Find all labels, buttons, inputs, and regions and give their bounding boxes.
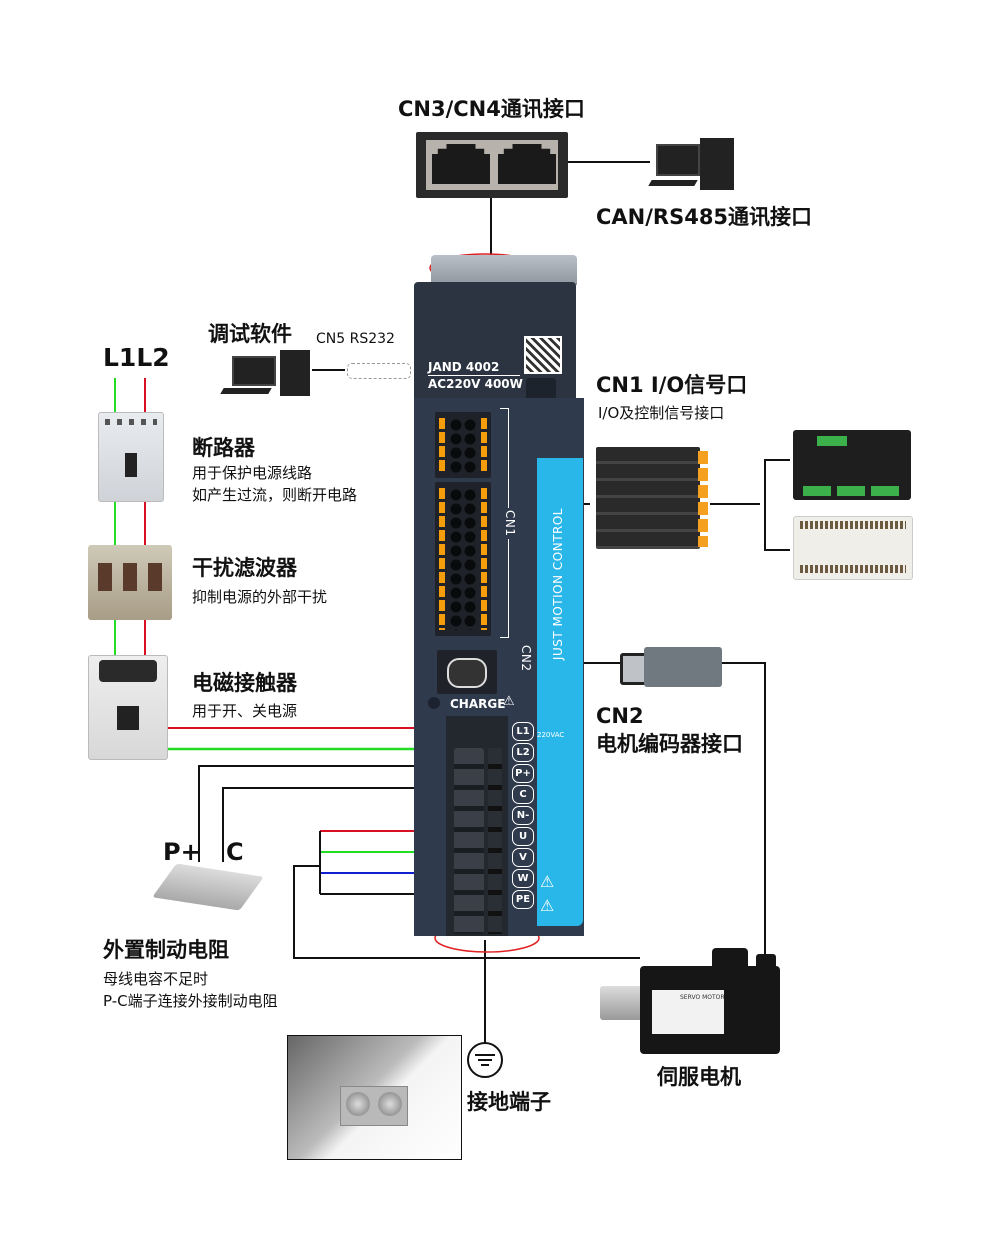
terminal-label-p: P+	[512, 764, 534, 783]
p-plus-label: P+	[163, 838, 201, 866]
breaker-title: 断路器	[192, 436, 255, 460]
terminal-label-u: U	[512, 827, 534, 846]
charge-label: CHARGE	[450, 697, 506, 711]
contactor-desc: 用于开、关电源	[192, 702, 298, 720]
l1l2-label: L1L2	[103, 343, 170, 372]
warning-icon: ⚠	[503, 694, 515, 709]
terminal-label-v: V	[512, 848, 534, 867]
wire-io-split	[764, 459, 790, 551]
hazard-icon: ⚠	[540, 872, 555, 891]
ground-screw-photo	[287, 1035, 462, 1160]
servo-motor-image: SERVO MOTOR	[600, 948, 785, 1056]
filter-desc: 抑制电源的外部干扰	[192, 588, 328, 606]
wire-c	[222, 787, 478, 862]
rs232-connector-icon	[347, 363, 411, 379]
motor-title: 伺服电机	[657, 1065, 741, 1089]
can-rs485-title: CAN/RS485通讯接口	[596, 205, 813, 229]
c-label: C	[226, 838, 244, 866]
driver-top-cap	[431, 255, 577, 285]
cn2-side-label: CN2	[519, 645, 533, 672]
cn1-side-label: CN1	[503, 508, 517, 539]
resistor-desc-2: P-C端子连接外接制动电阻	[103, 992, 278, 1010]
terminal-label-c: C	[512, 785, 534, 804]
filter-title: 干扰滤波器	[192, 556, 297, 580]
plc-image	[793, 516, 913, 580]
terminal-label-pe: PE	[512, 890, 534, 909]
cn1-connector-upper[interactable]	[435, 412, 491, 478]
breaker-desc-2: 如产生过流，则断开电路	[192, 486, 358, 504]
cn1-connector-lower[interactable]	[435, 482, 491, 636]
pc-can-icon	[648, 138, 740, 198]
rj45-port-right	[498, 144, 556, 184]
driver-model: JAND 4002	[428, 360, 500, 374]
cn2-title: CN2	[596, 704, 644, 728]
cn2-desc: 电机编码器接口	[596, 732, 743, 756]
driver-rating: AC220V 400W	[428, 377, 523, 391]
power-terminal-block[interactable]	[446, 716, 508, 936]
resistor-title: 外置制动电阻	[103, 938, 229, 962]
circuit-breaker-image	[98, 412, 164, 502]
qr-code	[524, 336, 562, 374]
screw-hole	[428, 697, 440, 709]
contactor-title: 电磁接触器	[192, 671, 297, 695]
vac-label: 220VAC	[537, 731, 565, 739]
encoder-plug-image	[620, 645, 722, 689]
rj45-dual-port	[416, 132, 568, 198]
terminal-label-l1: L1	[512, 722, 534, 741]
comm-port-title: CN3/CN4通讯接口	[398, 97, 585, 121]
wire-encoder	[722, 662, 766, 955]
cn1-desc: I/O及控制信号接口	[598, 404, 725, 422]
brand-strip: JUST MOTION CONTROL	[537, 458, 583, 926]
debug-software-title: 调试软件	[208, 322, 292, 346]
caution-icon: ⚠	[540, 896, 555, 915]
emi-filter-image	[88, 545, 172, 620]
resistor-desc-1: 母线电容不足时	[103, 970, 209, 988]
cn1-plug-image	[596, 447, 710, 549]
cn1-title: CN1 I/O信号口	[596, 373, 748, 397]
rs232-port-label: CN5 RS232	[316, 331, 395, 347]
terminal-label-w: W	[512, 869, 534, 888]
ground-title: 接地端子	[467, 1090, 551, 1114]
breaker-desc-1: 用于保护电源线路	[192, 464, 313, 482]
pc-debug-icon	[218, 350, 312, 402]
motor-nameplate: SERVO MOTOR	[680, 994, 725, 1001]
motion-controller-image	[793, 430, 911, 500]
terminal-label-n: N-	[512, 806, 534, 825]
brand-text: JUST MOTION CONTROL	[551, 508, 565, 661]
wire-motor-power	[293, 865, 640, 959]
wire-p-plus	[198, 765, 478, 862]
cn2-port[interactable]	[437, 650, 497, 694]
terminal-label-l2: L2	[512, 743, 534, 762]
rj45-port-left	[432, 144, 490, 184]
contactor-image	[88, 655, 168, 760]
